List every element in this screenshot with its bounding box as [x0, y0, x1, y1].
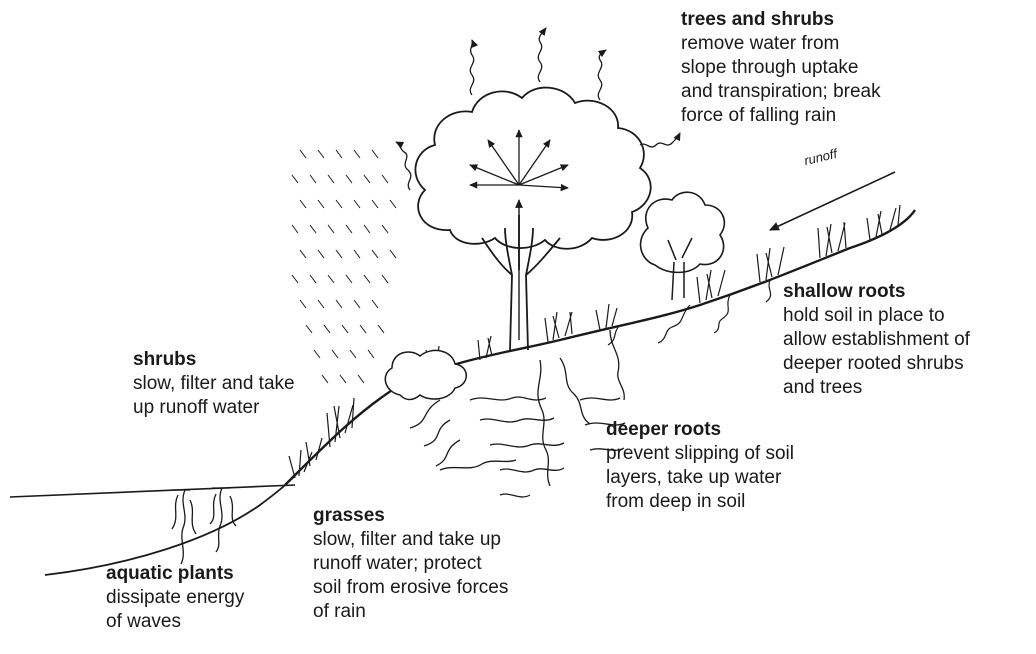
- label-title: shallow roots: [783, 280, 970, 304]
- label-title: deeper roots: [606, 418, 794, 442]
- label-deeper-roots: deeper roots prevent slipping of soil la…: [606, 418, 794, 514]
- shrub: [385, 350, 466, 399]
- rain-streaks: [292, 150, 396, 383]
- label-shallow-roots: shallow roots hold soil in place to allo…: [783, 280, 970, 400]
- small-tree-crown: [641, 192, 725, 272]
- label-title: shrubs: [133, 348, 295, 372]
- water-line: [10, 485, 295, 497]
- label-text: dissipate energy of waves: [106, 586, 244, 634]
- label-text: prevent slipping of soil layers, take up…: [606, 442, 794, 514]
- label-aquatic-plants: aquatic plants dissipate energy of waves: [106, 562, 244, 634]
- label-shrubs: shrubs slow, filter and take up runoff w…: [133, 348, 295, 420]
- label-trees-shrubs: trees and shrubs remove water from slope…: [681, 8, 881, 128]
- label-text: slow, filter and take up runoff water: [133, 372, 295, 420]
- runoff-arrow: [770, 172, 895, 230]
- label-title: trees and shrubs: [681, 8, 881, 32]
- label-text: hold soil in place to allow establishmen…: [783, 304, 970, 400]
- label-text: remove water from slope through uptake a…: [681, 32, 881, 128]
- label-title: aquatic plants: [106, 562, 244, 586]
- label-title: grasses: [313, 504, 508, 528]
- label-grasses: grasses slow, filter and take up runoff …: [313, 504, 508, 624]
- tree-crown: [415, 88, 650, 249]
- label-text: slow, filter and take up runoff water; p…: [313, 528, 508, 624]
- aquatic-plants: [172, 488, 236, 564]
